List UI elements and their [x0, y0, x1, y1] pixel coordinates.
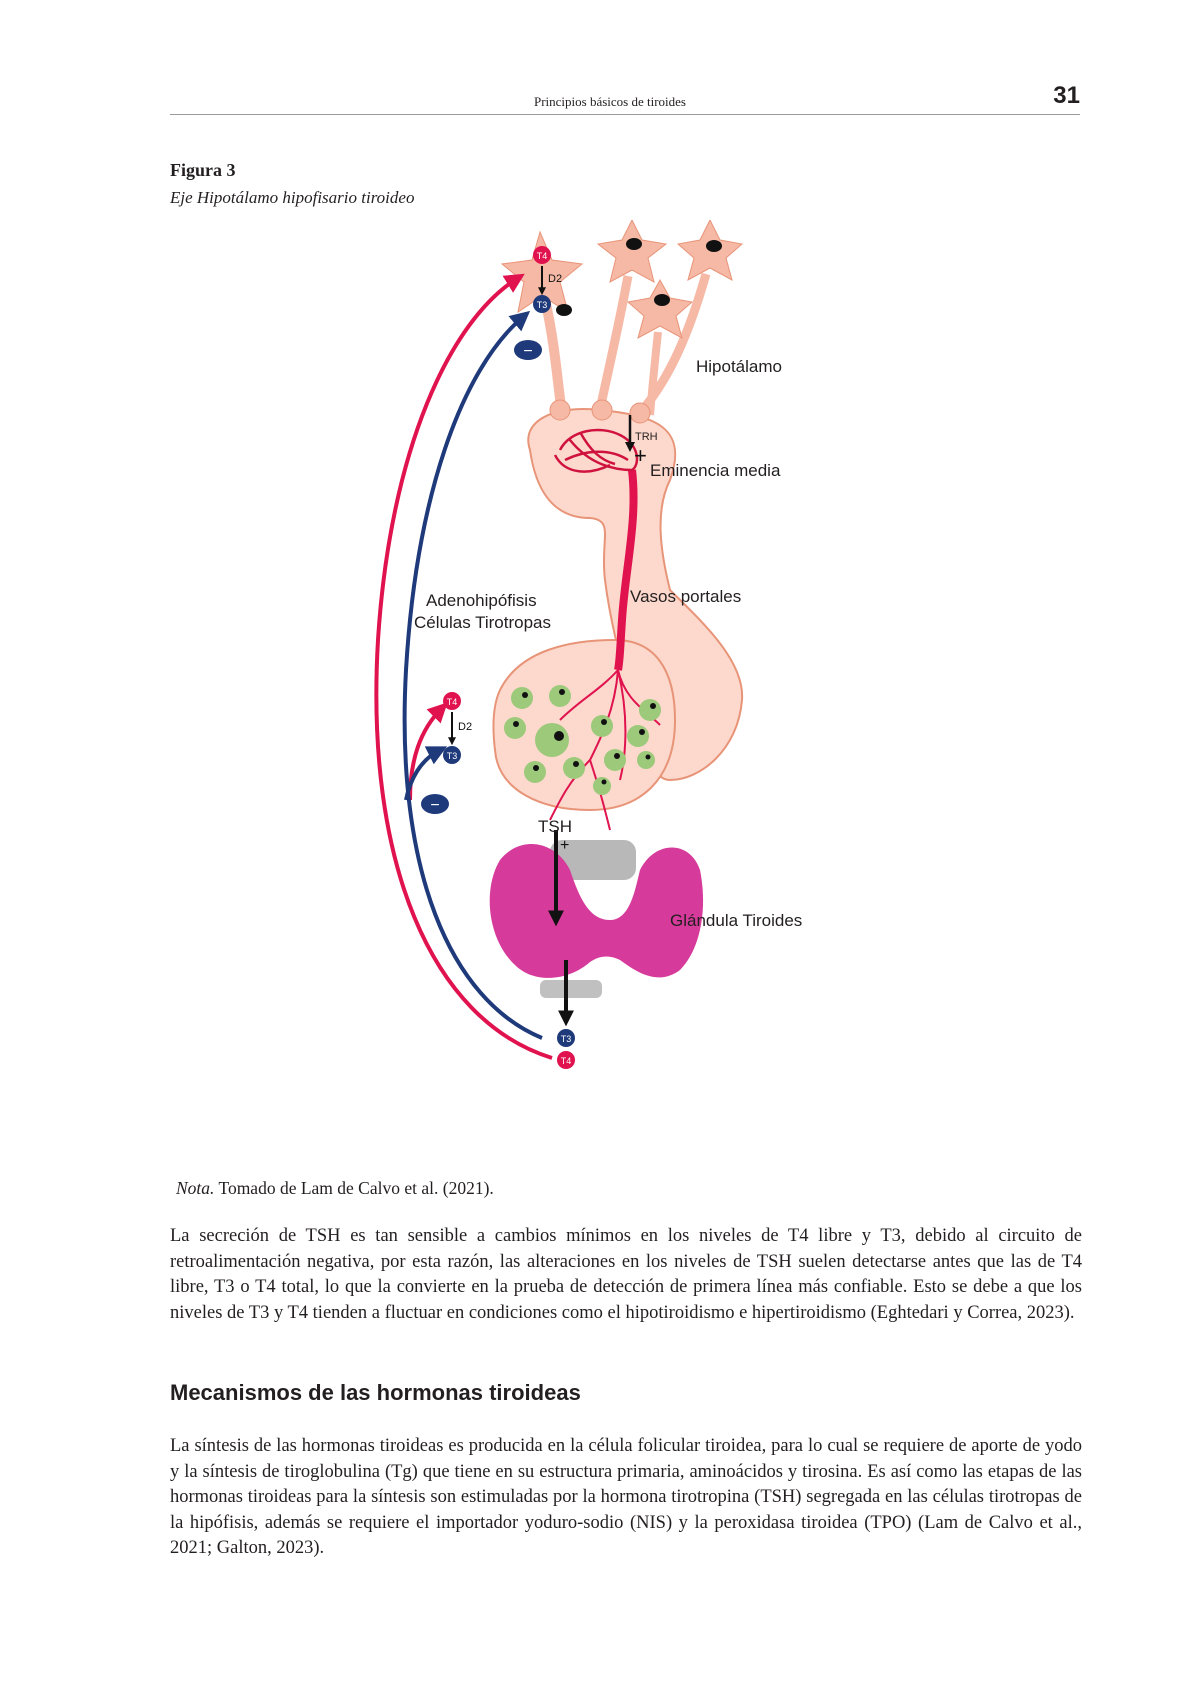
label-adenohipofisis: Adenohipófisis	[426, 591, 537, 610]
note-text: Tomado de Lam de Calvo et al. (2021).	[214, 1178, 494, 1198]
d2-label-top: D2	[548, 273, 562, 285]
t3-feedback-loop	[402, 310, 543, 1040]
t3-badge-mid: T3	[447, 751, 458, 761]
tsh-plus-sign: +	[560, 837, 569, 854]
t3-badge-bottom: T3	[561, 1034, 572, 1044]
tsh-arrows	[548, 415, 635, 1027]
figure-caption: Eje Hipotálamo hipofisario tiroideo	[170, 188, 415, 207]
running-title: Principios básicos de tiroides	[533, 94, 686, 109]
t3-badge-top: T3	[537, 300, 548, 310]
minus-sign-mid: −	[430, 797, 439, 814]
label-glandula-tiroides: Glándula Tiroides	[670, 911, 802, 930]
portal-vessels	[549, 428, 661, 831]
figure-label: Figura 3	[170, 160, 236, 180]
figure-note: Nota. Tomado de Lam de Calvo et al. (202…	[176, 1178, 494, 1199]
label-tsh: TSH	[538, 817, 572, 836]
section-heading: Mecanismos de las hormonas tiroideas	[170, 1380, 581, 1405]
label-vasos-portales: Vasos portales	[630, 587, 741, 606]
thyrotrope-cells	[504, 685, 661, 795]
hormone-badges: T4 T3 D2 T4 T3 D2 T3 T4 − −	[421, 246, 575, 1069]
minus-sign-top: −	[523, 343, 532, 360]
label-eminencia-media: Eminencia media	[650, 461, 781, 480]
running-header: Principios básicos de tiroides 31	[170, 82, 1080, 115]
label-celulas-tirotropas: Células Tirotropas	[414, 613, 551, 632]
paragraph-2: La síntesis de las hormonas tiroideas es…	[170, 1436, 1082, 1558]
label-trh: TRH	[635, 431, 658, 443]
thyroid-gland	[489, 840, 704, 998]
trh-plus-sign: +	[634, 443, 647, 468]
hpt-axis-figure: T4 T3 D2 T4 T3 D2 T3 T4 − − Hipotálamo T…	[370, 220, 910, 1160]
label-hipotalamo: Hipotálamo	[696, 357, 782, 376]
t4-badge-mid: T4	[447, 697, 458, 707]
t4-badge-bottom: T4	[561, 1056, 572, 1066]
paragraph-1: La secreción de TSH es tan sensible a ca…	[170, 1226, 1082, 1323]
note-prefix: Nota.	[176, 1178, 215, 1198]
t4-badge-top: T4	[537, 251, 548, 261]
page-number: 31	[1053, 82, 1080, 109]
d2-label-mid: D2	[458, 721, 472, 733]
